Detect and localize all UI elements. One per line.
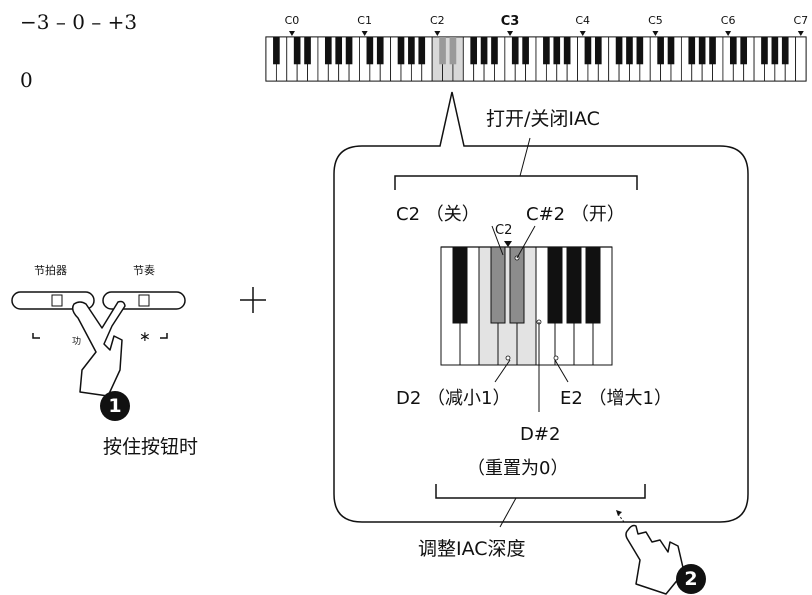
toggle-bracket bbox=[394, 175, 638, 190]
off-key-label: C2 （关） bbox=[396, 204, 480, 225]
depth-bracket bbox=[435, 484, 646, 499]
hand-icon-2 bbox=[625, 524, 685, 595]
zoom-black-key bbox=[452, 246, 468, 324]
step2-marker: 2 bbox=[676, 564, 706, 594]
black-key bbox=[397, 37, 405, 65]
rhythm-label: 节奏 bbox=[133, 264, 155, 277]
black-key bbox=[594, 37, 602, 65]
callout-bubble bbox=[333, 91, 749, 523]
black-key bbox=[740, 37, 748, 65]
black-key bbox=[709, 37, 716, 65]
black-key bbox=[657, 37, 664, 65]
black-key bbox=[543, 37, 550, 65]
range-text: −3 – 0 – +3 bbox=[20, 10, 138, 34]
black-key bbox=[376, 37, 384, 65]
bluetooth-icon: ∗ bbox=[139, 329, 151, 345]
octave-label-c5: C5 bbox=[648, 14, 663, 27]
octave-label-c3: C3 bbox=[500, 14, 520, 29]
black-key bbox=[563, 37, 571, 65]
zoom-black-key bbox=[566, 246, 582, 324]
white-key bbox=[795, 36, 807, 82]
black-key bbox=[335, 37, 343, 65]
black-key bbox=[418, 37, 426, 65]
black-key bbox=[615, 37, 623, 65]
black-key bbox=[636, 37, 644, 65]
octave-label-c1: C1 bbox=[357, 14, 372, 27]
on-key-label: C#2 （开） bbox=[526, 204, 625, 225]
default-value: 0 bbox=[20, 68, 33, 92]
zoom-black-key bbox=[547, 246, 563, 324]
iac-toggle-label: 打开/关闭IAC bbox=[486, 108, 600, 130]
black-key bbox=[781, 37, 789, 65]
reset-note: （重置为0） bbox=[467, 458, 569, 479]
black-key bbox=[273, 37, 280, 65]
zoom-black-key bbox=[509, 246, 525, 324]
black-key bbox=[688, 37, 696, 65]
black-key bbox=[771, 37, 779, 65]
full-keyboard bbox=[265, 31, 807, 82]
black-key bbox=[408, 37, 415, 65]
black-key bbox=[324, 37, 332, 65]
black-key bbox=[522, 37, 529, 65]
increase-label: E2 （增大1） bbox=[560, 388, 672, 409]
metronome-label: 节拍器 bbox=[34, 264, 67, 277]
depth-label: 调整IAC深度 bbox=[418, 538, 526, 560]
black-key bbox=[304, 37, 311, 65]
step1-marker: 1 bbox=[100, 391, 130, 421]
octave-label-c6: C6 bbox=[720, 14, 736, 27]
black-key bbox=[553, 37, 561, 65]
octave-label-c7: C7 bbox=[793, 14, 809, 27]
zoom-black-key bbox=[490, 246, 506, 324]
decrease-label: D2 （减小1） bbox=[396, 388, 511, 409]
function-mark: 功 bbox=[72, 337, 82, 347]
black-key bbox=[345, 37, 353, 65]
black-key bbox=[470, 37, 478, 65]
black-key bbox=[449, 37, 457, 65]
step1-text: 按住按钮时 bbox=[103, 436, 199, 458]
black-key bbox=[366, 37, 374, 65]
black-key bbox=[584, 37, 592, 65]
black-key bbox=[439, 37, 446, 65]
black-key bbox=[511, 37, 519, 65]
black-key bbox=[491, 37, 498, 65]
octave-label-c0: C0 bbox=[284, 14, 300, 27]
black-key bbox=[729, 37, 737, 65]
black-key bbox=[698, 37, 706, 65]
black-key bbox=[761, 37, 768, 65]
black-key bbox=[293, 37, 301, 65]
octave-label-c4: C4 bbox=[575, 14, 591, 27]
octave-label-c2: C2 bbox=[430, 14, 445, 27]
black-key bbox=[667, 37, 675, 65]
zoom-black-key bbox=[585, 246, 601, 324]
black-key bbox=[626, 37, 633, 65]
reset-key-label: D#2 bbox=[520, 424, 561, 445]
zoom-key-label: C2 bbox=[495, 223, 513, 238]
hand-icon bbox=[71, 300, 126, 397]
black-key bbox=[480, 37, 488, 65]
zoom-keyboard bbox=[440, 246, 613, 366]
